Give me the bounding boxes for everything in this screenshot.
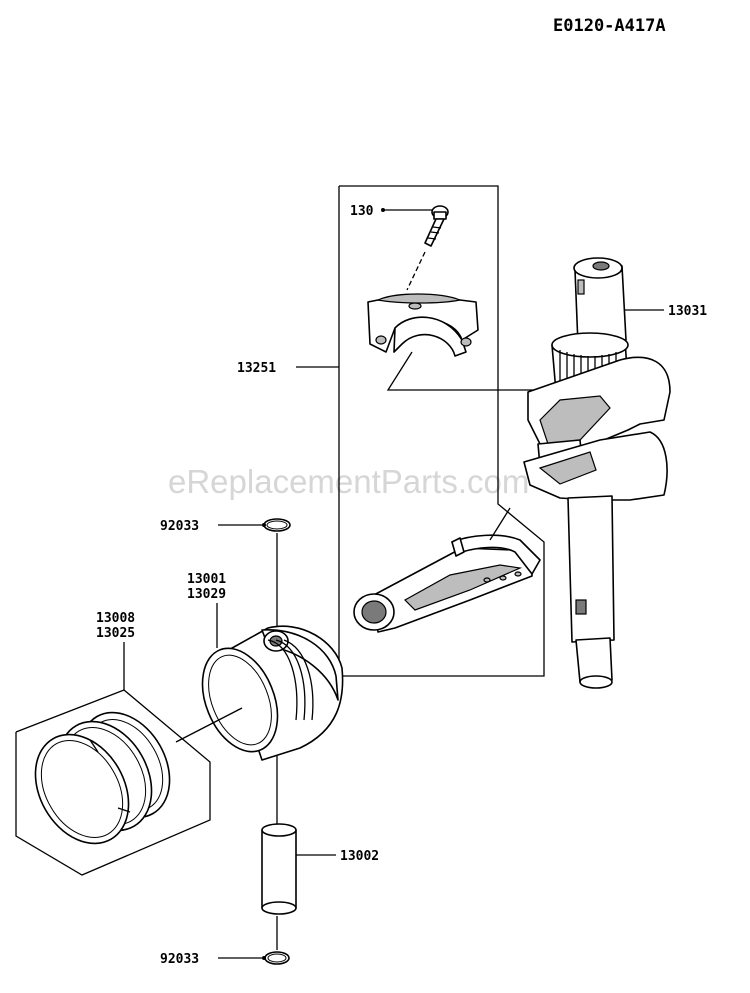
label-bolt[interactable]: 130 [350,204,374,219]
label-circlip-bottom[interactable]: 92033 [160,952,199,967]
piston-rings-frame [15,689,211,876]
bolt-axis-line [406,251,426,291]
label-crankshaft[interactable]: 13031 [668,304,707,319]
label-rings-b[interactable]: 13025 [96,626,135,641]
bolt[interactable] [424,205,449,247]
connecting-rod[interactable] [353,534,541,633]
label-piston-b[interactable]: 13029 [187,587,226,602]
label-piston-pin[interactable]: 13002 [340,849,379,864]
piston-rings[interactable] [17,697,188,861]
piston-axis-line [175,707,243,743]
circlip-bottom[interactable] [264,951,290,965]
cap-to-crank-line [386,351,560,391]
diagram-code: E0120-A417A [553,16,666,36]
piston-pin[interactable] [261,823,297,915]
piston[interactable] [188,625,344,763]
label-rings-a[interactable]: 13008 [96,611,135,626]
rod-axis-line [489,507,511,541]
connecting-rod-cap[interactable] [367,293,479,357]
label-circlip-top[interactable]: 92033 [160,519,199,534]
piston-ring-grooves [267,639,314,721]
label-piston-a[interactable]: 13001 [187,572,226,587]
circlip-top[interactable] [263,518,291,532]
watermark: eReplacementParts.com [168,463,529,500]
crankshaft[interactable] [523,257,671,689]
label-conrod-assembly[interactable]: 13251 [237,361,276,376]
